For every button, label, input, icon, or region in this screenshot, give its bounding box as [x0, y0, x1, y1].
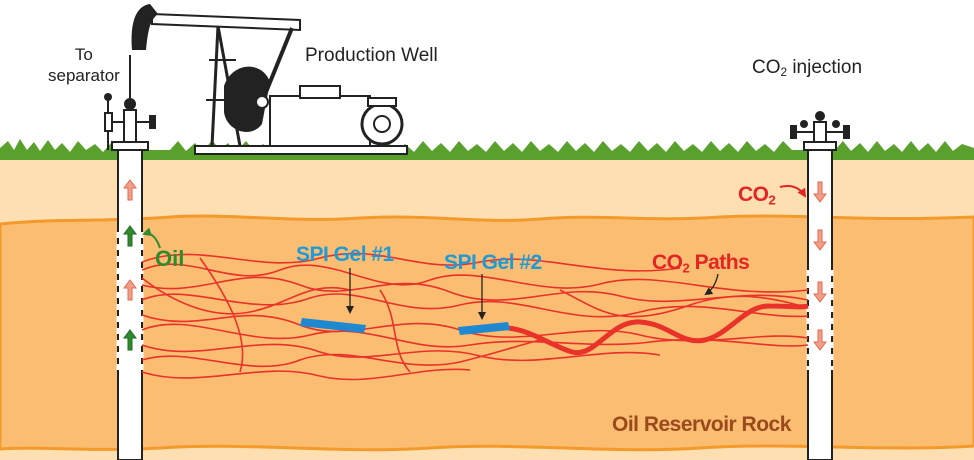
down-arrow-icon	[813, 181, 827, 203]
co2-paths-label-prefix: CO	[652, 251, 683, 274]
co2-label-prefix: CO	[738, 183, 769, 206]
wellhead-icon	[104, 55, 156, 151]
separator-label: To separator	[48, 44, 120, 86]
co2-injection-label: CO2 injection	[752, 58, 862, 79]
oil-label: Oil	[155, 246, 185, 271]
up-arrow-icon	[123, 179, 137, 201]
oil-reservoir-rock-label: Oil Reservoir Rock	[612, 413, 791, 436]
co2-paths-label: CO2 Paths	[652, 251, 750, 276]
down-arrow-icon-3	[813, 281, 827, 303]
down-arrow-icon-2	[813, 229, 827, 251]
oil-up-arrow-icon	[123, 225, 137, 247]
spi-gel-1	[300, 318, 366, 333]
spi-gel-2	[458, 322, 510, 335]
separator-label-line2: separator	[48, 66, 120, 85]
co2-paths-label-suffix: Paths	[689, 251, 750, 274]
oil-up-arrow-icon-2	[123, 329, 137, 351]
spi-gel-1-label: SPI Gel #1	[296, 243, 394, 266]
co2-injection-label-sub: 2	[780, 65, 788, 79]
oil-curved-arrow-icon	[142, 227, 161, 249]
reservoir-rock	[0, 214, 974, 452]
co2-injection-label-suffix: injection	[787, 57, 863, 78]
down-arrow-icon-4	[813, 329, 827, 351]
co2-label: CO2	[738, 183, 776, 208]
curved-arrow-icon	[779, 185, 807, 198]
co2-up-arrow-icon	[123, 279, 137, 301]
production-well-label: Production Well	[305, 45, 438, 66]
co2-main-path	[507, 303, 809, 356]
separator-label-line1: To	[74, 45, 93, 64]
co2-paths-label-sub: 2	[682, 260, 690, 276]
spi-gel-2-label: SPI Gel #2	[444, 251, 542, 274]
pump-jack-icon	[131, 4, 408, 155]
injection-wellhead-icon	[790, 111, 850, 151]
co2-label-sub: 2	[768, 192, 776, 208]
paths-pointer	[704, 273, 719, 296]
co2-injection-label-prefix: CO	[752, 57, 781, 78]
